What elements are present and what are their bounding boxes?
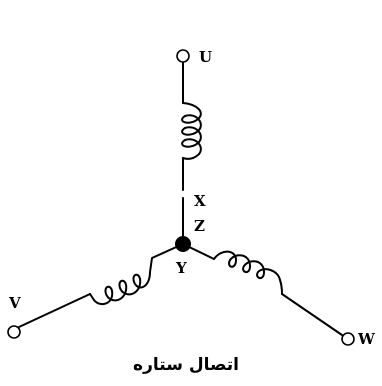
v-wire-inner (149, 243, 184, 273)
label-x: X (194, 192, 206, 210)
diagram-caption: اتصال ستاره (133, 355, 239, 375)
star-point-node-icon (175, 236, 191, 252)
label-w: W (357, 330, 376, 348)
w-winding-coil (213, 250, 283, 295)
w-wire-outer (281, 293, 343, 336)
u-winding-coil (181, 102, 202, 160)
label-v: V (8, 294, 21, 312)
v-wire-outer (18, 293, 91, 328)
v-winding-coil (89, 271, 151, 306)
label-z: Z (194, 217, 205, 235)
label-y: Y (175, 259, 187, 277)
terminal-v-icon (7, 325, 21, 339)
terminal-u-icon (176, 49, 190, 63)
label-u: U (199, 48, 212, 66)
terminal-w-icon (341, 332, 355, 346)
